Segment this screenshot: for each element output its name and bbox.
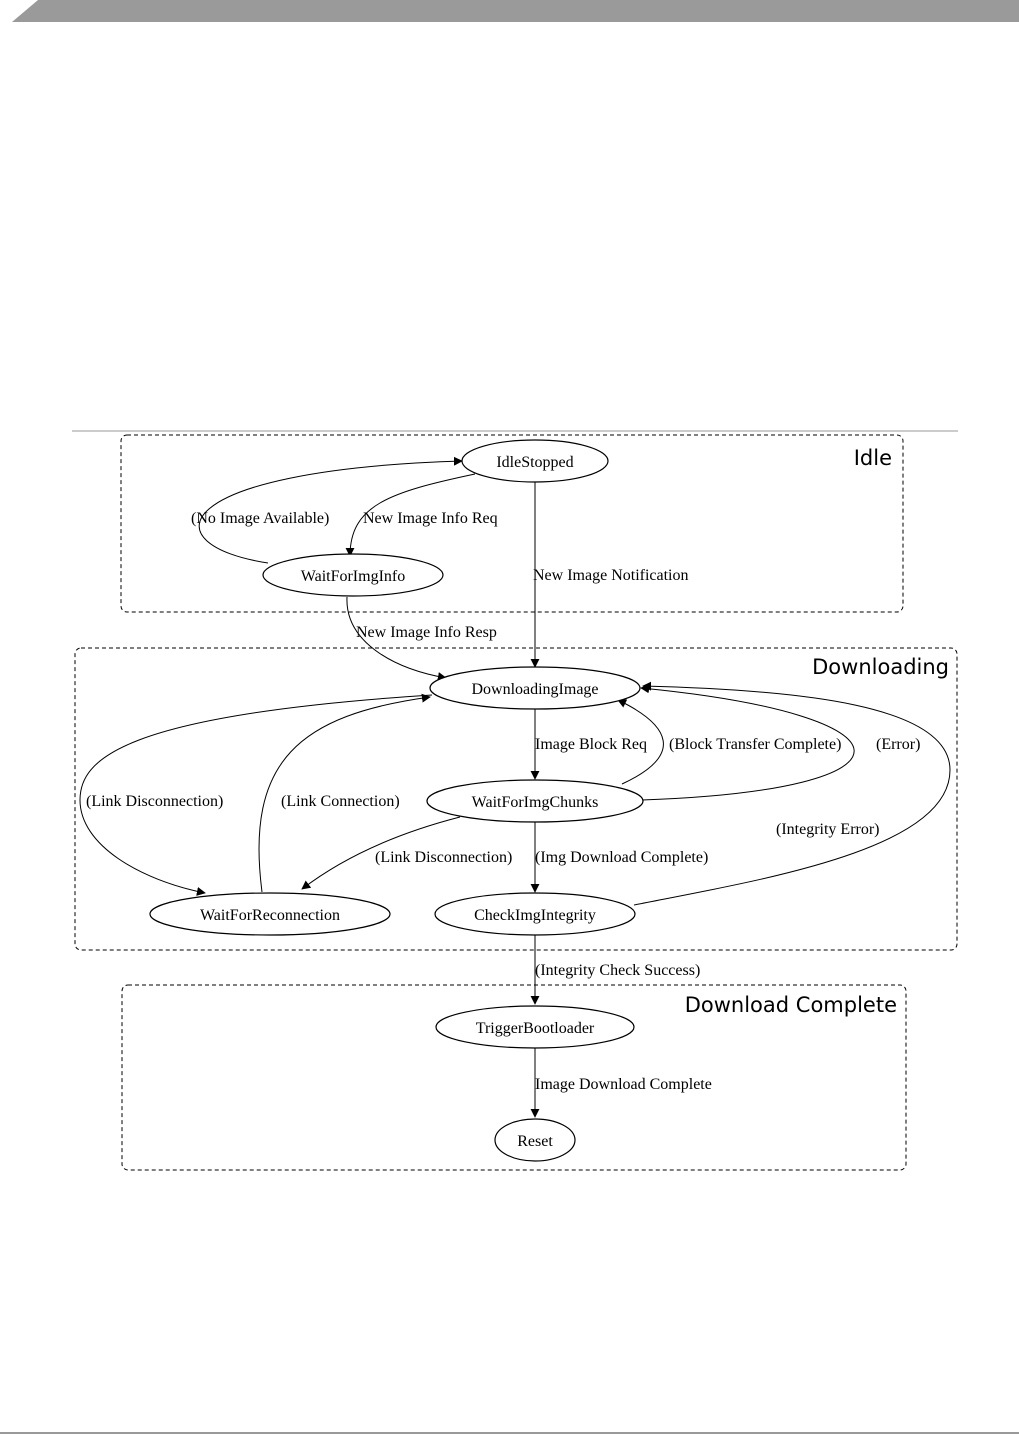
node-reset-label: Reset bbox=[517, 1133, 553, 1150]
label-integrity-error: (Integrity Error) bbox=[776, 821, 880, 838]
node-wait-for-img-chunks: WaitForImgChunks bbox=[426, 779, 644, 823]
label-link-disconnection-left: (Link Disconnection) bbox=[86, 793, 223, 810]
node-wait-for-img-info: WaitForImgInfo bbox=[262, 553, 444, 597]
node-check-img-integrity: CheckImgIntegrity bbox=[434, 892, 636, 936]
edge-no-image-available bbox=[198, 456, 463, 564]
edge-link-disconnection-left bbox=[79, 694, 433, 896]
edge-link-disconnection-mid bbox=[301, 816, 461, 890]
edges bbox=[79, 456, 951, 1118]
edge-link-connection bbox=[258, 693, 431, 893]
label-image-download-complete: Image Download Complete bbox=[535, 1076, 712, 1093]
node-trigger-bootloader: TriggerBootloader bbox=[435, 1005, 635, 1049]
node-wait-for-img-info-label: WaitForImgInfo bbox=[301, 568, 405, 585]
header-bar bbox=[12, 0, 1019, 22]
cluster-download-complete: Download Complete bbox=[121, 984, 907, 1171]
edge-block-transfer-complete bbox=[617, 699, 664, 785]
label-no-image-available: (No Image Available) bbox=[191, 510, 329, 527]
label-image-block-req: Image Block Req bbox=[535, 736, 647, 753]
label-new-image-info-req: New Image Info Req bbox=[363, 510, 498, 527]
label-new-image-info-resp: New Image Info Resp bbox=[356, 624, 497, 641]
node-trigger-bootloader-label: TriggerBootloader bbox=[476, 1020, 595, 1037]
edge-integrity-error bbox=[633, 681, 951, 906]
node-idle-stopped-label: IdleStopped bbox=[496, 454, 573, 471]
node-wait-for-img-chunks-label: WaitForImgChunks bbox=[472, 794, 599, 811]
edge-new-image-info-req bbox=[345, 473, 476, 557]
cluster-downloading-title: Downloading bbox=[812, 655, 949, 679]
node-idle-stopped: IdleStopped bbox=[461, 439, 609, 483]
edge-error bbox=[640, 684, 855, 801]
cluster-download-complete-title: Download Complete bbox=[685, 993, 897, 1017]
cluster-downloading: Downloading bbox=[74, 647, 958, 951]
label-link-disconnection-mid: (Link Disconnection) bbox=[375, 849, 512, 866]
node-check-img-integrity-label: CheckImgIntegrity bbox=[474, 907, 596, 924]
node-downloading-image: DownloadingImage bbox=[429, 666, 641, 710]
node-wait-for-reconnection-label: WaitForReconnection bbox=[200, 907, 340, 924]
label-new-image-notification: New Image Notification bbox=[533, 567, 689, 584]
node-downloading-image-label: DownloadingImage bbox=[471, 681, 598, 698]
label-error: (Error) bbox=[876, 736, 920, 753]
node-wait-for-reconnection: WaitForReconnection bbox=[149, 892, 391, 936]
node-reset: Reset bbox=[494, 1118, 576, 1162]
cluster-idle: Idle bbox=[120, 434, 904, 613]
label-block-transfer-complete: (Block Transfer Complete) bbox=[669, 736, 841, 753]
edge-labels: (No Image Available) New Image Info Req … bbox=[86, 510, 920, 1093]
label-integrity-check-success: (Integrity Check Success) bbox=[535, 962, 700, 979]
label-link-connection: (Link Connection) bbox=[281, 793, 400, 810]
cluster-idle-title: Idle bbox=[854, 446, 892, 470]
label-img-download-complete: (Img Download Complete) bbox=[535, 849, 708, 866]
edge-new-image-info-resp bbox=[346, 596, 447, 682]
